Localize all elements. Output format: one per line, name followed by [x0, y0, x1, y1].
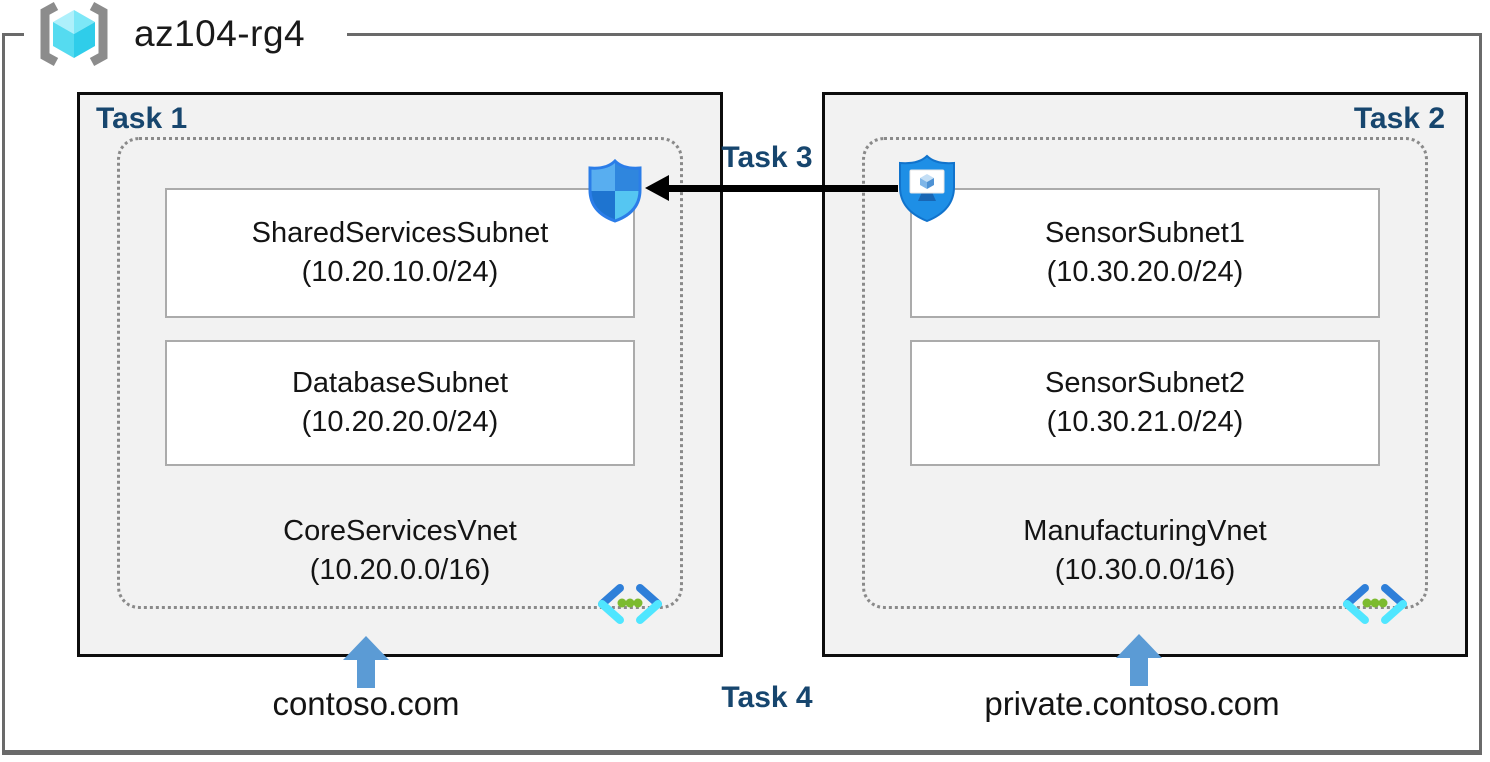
vnet-cidr: (10.20.0.0/16): [309, 553, 491, 586]
resource-group-name: az104-rg4: [134, 13, 306, 54]
subnet-cidr: (10.30.20.0/24): [1046, 256, 1244, 288]
vnet-name: ManufacturingVnet: [1023, 515, 1267, 547]
subnet-shared-services: SharedServicesSubnet (10.20.10.0/24): [165, 188, 635, 318]
core-vnet-boundary: SharedServicesSubnet (10.20.10.0/24) Dat…: [117, 137, 683, 624]
task1-label: Task 1: [96, 102, 188, 135]
vnet-cidr: (10.30.0.0/16): [1054, 553, 1236, 586]
subnet-cidr: (10.20.10.0/24): [301, 256, 499, 288]
task3-label: Task 3: [721, 141, 813, 174]
subnet-sensor1: SensorSubnet1 (10.30.20.0/24): [910, 188, 1380, 318]
nsg-shield-icon: [588, 159, 642, 223]
dns-zone-private-contoso: private.contoso.com: [984, 685, 1280, 722]
subnet-name: SensorSubnet2: [1045, 367, 1245, 400]
task2-label: Task 2: [1353, 102, 1445, 135]
vnet-chevrons-icon: [598, 584, 662, 624]
vnet-name: CoreServicesVnet: [283, 515, 517, 547]
up-arrow-icon: [343, 636, 389, 688]
subnet-cidr: (10.30.21.0/24): [1046, 406, 1244, 438]
core-vnet-label: CoreServicesVnet (10.20.0.0/16): [120, 512, 680, 590]
manufacturing-vnet-boundary: SensorSubnet1 (10.30.20.0/24) SensorSubn…: [862, 137, 1428, 624]
subnet-cidr: (10.20.20.0/24): [301, 406, 499, 438]
subnet-name: SharedServicesSubnet: [251, 217, 549, 250]
resource-group-icon: [40, 2, 108, 66]
dns-zone-contoso: contoso.com: [272, 685, 460, 722]
up-arrow-icon: [1116, 634, 1162, 686]
subnet-name: DatabaseSubnet: [291, 367, 509, 400]
peering-arrowhead: [645, 175, 669, 201]
subnet-sensor2: SensorSubnet2 (10.30.21.0/24): [910, 340, 1380, 466]
subnet-database: DatabaseSubnet (10.20.20.0/24): [165, 340, 635, 466]
manufacturing-vnet-label: ManufacturingVnet (10.30.0.0/16): [865, 512, 1425, 590]
asg-shield-monitor-icon: [899, 154, 955, 223]
peering-arrow-line: [666, 185, 898, 192]
subnet-name: SensorSubnet1: [1045, 217, 1245, 250]
task4-label: Task 4: [721, 681, 813, 714]
vnet-chevrons-icon: [1343, 584, 1407, 624]
resource-group-header: az104-rg4: [24, 1, 348, 67]
